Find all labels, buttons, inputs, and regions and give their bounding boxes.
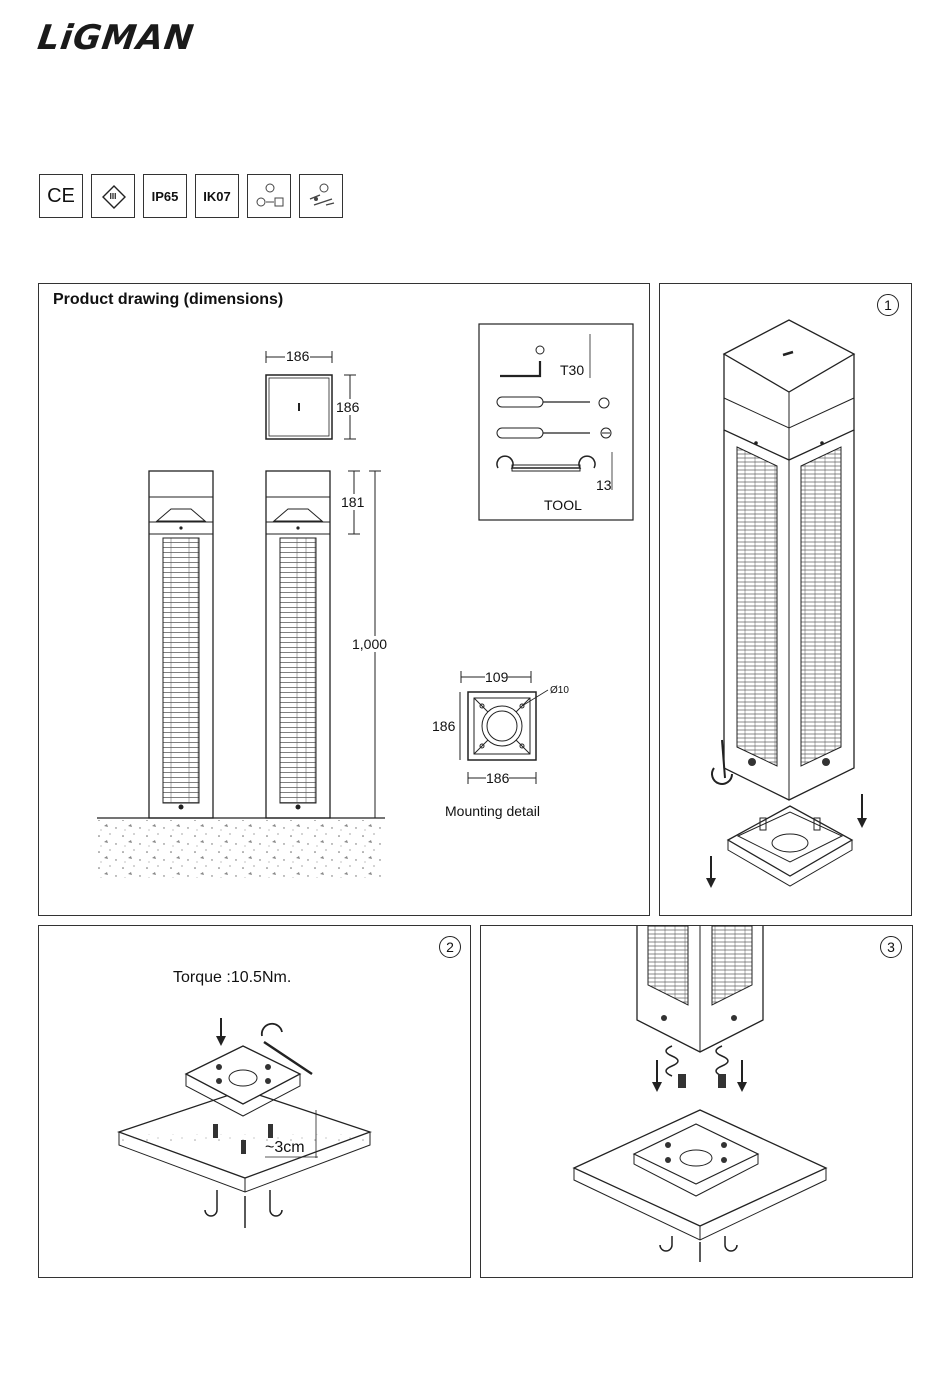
step-3-illustration bbox=[0, 0, 950, 1378]
